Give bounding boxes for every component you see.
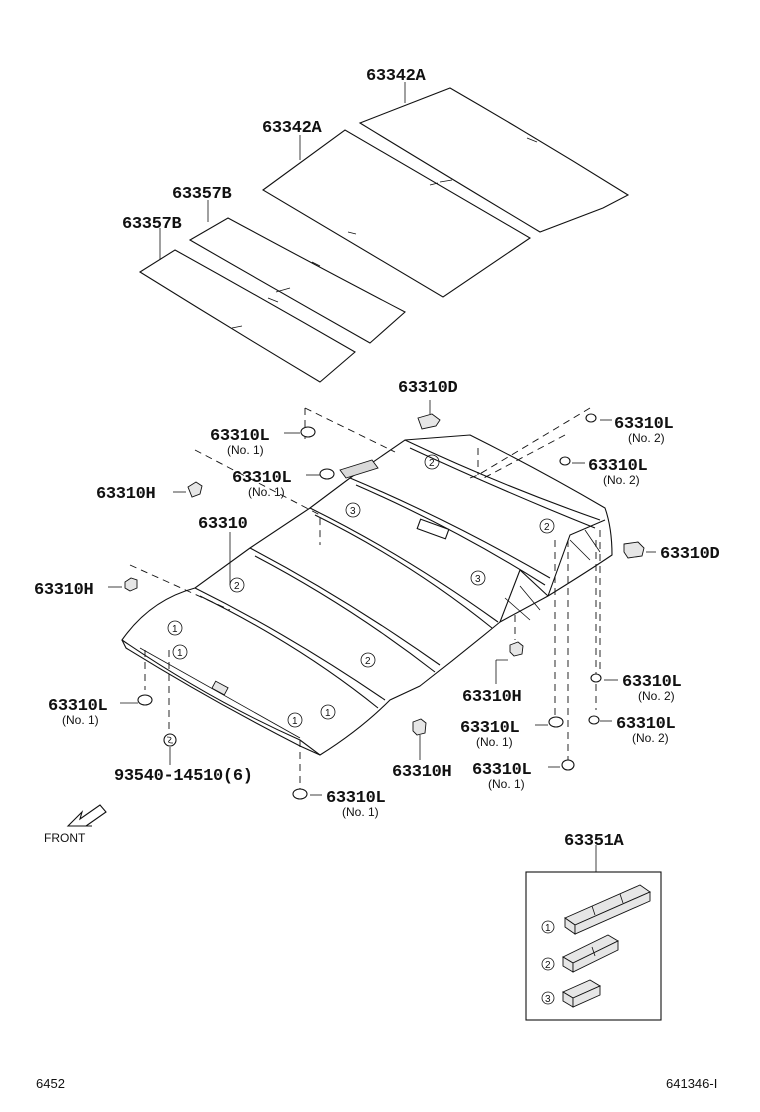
callout-leaders: [108, 400, 656, 872]
callout-bracket-d-top[interactable]: 63310D: [398, 379, 458, 398]
position-markers: 1 1 1 1 2 2 2 2 3 3: [167, 454, 555, 728]
clip-h-left-mid-part[interactable]: [124, 577, 138, 592]
pad-63342a-lower[interactable]: [262, 129, 532, 298]
sublabel-no1-a: (No. 1): [227, 443, 264, 457]
svg-text:2: 2: [234, 581, 240, 592]
svg-text:2: 2: [429, 458, 435, 469]
callout-pad-l-top-left[interactable]: 63310L: [210, 427, 270, 446]
sublabel-no1-f: (No. 1): [342, 805, 379, 819]
roof-headliner-63310[interactable]: [121, 434, 613, 756]
clip-h-bottom-part[interactable]: [412, 718, 427, 736]
callout-clip-h-left-top[interactable]: 63310H: [96, 485, 156, 504]
svg-text:2: 2: [545, 960, 551, 971]
pad-l-bottom-center-part[interactable]: [292, 788, 308, 800]
callout-pad-l-rear-a[interactable]: 63310L: [622, 673, 682, 692]
callout-screw[interactable]: 93540-14510(6): [114, 767, 253, 786]
svg-text:1: 1: [545, 923, 551, 934]
svg-text:3: 3: [350, 506, 356, 517]
pad-l-mid-left-part[interactable]: [319, 468, 335, 480]
pad-l-rear-a-part[interactable]: [590, 673, 602, 683]
callout-pad-b-upper[interactable]: 63357B: [172, 185, 232, 204]
callout-bracket-d-right[interactable]: 63310D: [660, 545, 720, 564]
svg-text:3: 3: [545, 994, 551, 1005]
callout-pad-a-upper[interactable]: 63342A: [366, 67, 427, 86]
callout-pad-l-front-left[interactable]: 63310L: [48, 697, 108, 716]
pad-63357b-upper[interactable]: [188, 217, 406, 344]
pad-l-mid-right-part[interactable]: [559, 456, 571, 466]
clip-h-center-right-part[interactable]: [509, 641, 524, 657]
svg-text:1: 1: [292, 716, 298, 727]
pad-l-top-right-part[interactable]: [585, 413, 597, 423]
pad-l-top-left-part[interactable]: [300, 426, 316, 438]
footer-left-code: 6452: [36, 1076, 65, 1091]
svg-text:3: 3: [475, 574, 481, 585]
kit-piece-2: 2: [541, 934, 619, 973]
callout-pad-l-mid-left[interactable]: 63310L: [232, 469, 292, 488]
svg-text:2: 2: [544, 522, 550, 533]
sublabel-no2-d: (No. 2): [632, 731, 669, 745]
callout-roof-main[interactable]: 63310: [198, 515, 248, 534]
kit-piece-3: 3: [541, 979, 601, 1008]
sublabel-no2-c: (No. 2): [638, 689, 675, 703]
clip-h-left-top-part[interactable]: [187, 481, 203, 498]
pad-63357b-lower[interactable]: [138, 249, 356, 383]
pad-l-rear-b-part[interactable]: [588, 715, 600, 725]
callout-pad-l-top-right[interactable]: 63310L: [614, 415, 674, 434]
pad-l-rear-d-part[interactable]: [561, 759, 575, 771]
callout-pad-b-lower[interactable]: 63357B: [122, 215, 182, 234]
front-label: FRONT: [44, 831, 86, 845]
pad-63342a-upper[interactable]: [358, 87, 630, 233]
svg-text:1: 1: [325, 708, 331, 719]
pad-l-rear-c-part[interactable]: [548, 716, 564, 728]
svg-text:1: 1: [172, 624, 178, 635]
sublabel-no1-e: (No. 1): [488, 777, 525, 791]
kit-box-63351a[interactable]: 1 2 3: [525, 871, 662, 1021]
pad-l-front-left-part[interactable]: [137, 694, 153, 706]
sublabel-no2-a: (No. 2): [628, 431, 665, 445]
footer-right-code: 641346-I: [666, 1076, 717, 1091]
callout-pad-l-rear-d[interactable]: 63310L: [472, 761, 532, 780]
sublabel-no2-b: (No. 2): [603, 473, 640, 487]
front-arrow-icon: FRONT: [44, 804, 107, 845]
callout-pad-l-bottom-center[interactable]: 63310L: [326, 789, 386, 808]
callout-kit[interactable]: 63351A: [564, 832, 625, 851]
bracket-d-right-part[interactable]: [623, 541, 645, 559]
sublabel-no1-b: (No. 1): [248, 485, 285, 499]
callout-clip-h-bottom[interactable]: 63310H: [392, 763, 452, 782]
callout-pad-a-lower[interactable]: 63342A: [262, 119, 323, 138]
svg-text:2: 2: [365, 656, 371, 667]
callout-pad-l-rear-c[interactable]: 63310L: [460, 719, 520, 738]
sublabel-no1-c: (No. 1): [62, 713, 99, 727]
kit-piece-1: 1: [541, 884, 651, 935]
callout-clip-h-center-right[interactable]: 63310H: [462, 688, 522, 707]
callout-pad-l-mid-right[interactable]: 63310L: [588, 457, 648, 476]
screw-part[interactable]: [163, 733, 177, 747]
callout-clip-h-left-mid[interactable]: 63310H: [34, 581, 94, 600]
sublabel-no1-d: (No. 1): [476, 735, 513, 749]
bracket-d-top-part[interactable]: [417, 413, 441, 430]
svg-text:1: 1: [177, 648, 183, 659]
callout-pad-l-rear-b[interactable]: 63310L: [616, 715, 676, 734]
